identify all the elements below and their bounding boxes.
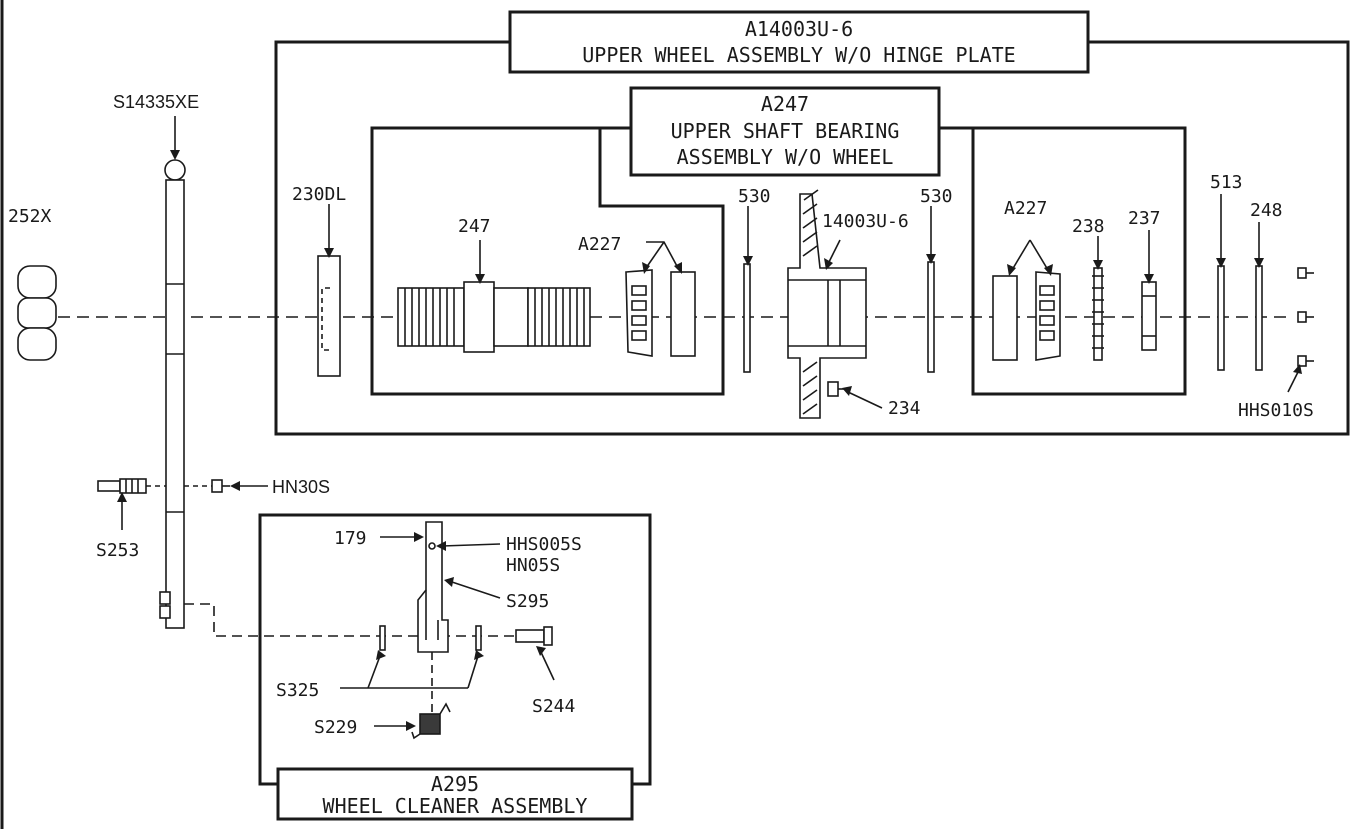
- wheel-cleaner-assembly-box: A295 WHEEL CLEANER ASSEMBLY: [258, 513, 652, 821]
- hinge-rod-s14335xe: S14335XE: [113, 92, 199, 629]
- upper-wheel-assembly-code: A14003U-6: [745, 17, 853, 41]
- label-248: 248: [1250, 200, 1283, 221]
- wheel-cleaner-assembly-code: A295: [431, 772, 479, 796]
- upper-shaft-assembly-name-line2: ASSEMBLY W/O WHEEL: [677, 145, 894, 169]
- upper-shaft-assembly-box: A247 UPPER SHAFT BEARING ASSEMBLY W/O WH…: [370, 86, 1187, 396]
- shaft-247: 247: [397, 216, 591, 353]
- upper-wheel-assembly-box: A14003U-6 UPPER WHEEL ASSEMBLY W/O HINGE…: [274, 10, 1350, 436]
- nut-hn30s: HN30S: [184, 477, 330, 497]
- label-513: 513: [1210, 172, 1243, 193]
- upper-wheel-assembly-name: UPPER WHEEL ASSEMBLY W/O HINGE PLATE: [582, 43, 1015, 67]
- label-s229: S229: [314, 717, 357, 738]
- part-238: 238: [1072, 216, 1105, 361]
- wheel-cleaner-assembly-name: WHEEL CLEANER ASSEMBLY: [323, 794, 588, 818]
- label-230dl: 230DL: [292, 184, 346, 205]
- washer-530-left: 530: [738, 186, 771, 373]
- wheel-14003u-6: 14003U-6: [787, 189, 909, 419]
- label-s295: S295: [506, 591, 549, 612]
- upper-shaft-assembly-code: A247: [761, 92, 809, 116]
- label-14003u-6: 14003U-6: [822, 211, 909, 232]
- label-s14335xe: S14335XE: [113, 92, 199, 112]
- arm-s295: S295: [417, 521, 549, 653]
- label-s253: S253: [96, 540, 139, 561]
- label-179: 179: [334, 528, 367, 549]
- label-247: 247: [458, 216, 491, 237]
- spring-s229: S229: [314, 702, 451, 740]
- screw-234: 234: [827, 381, 921, 419]
- part-513: 513: [1210, 172, 1243, 371]
- part-237: 237: [1128, 208, 1161, 351]
- part-s253: S253: [96, 478, 166, 561]
- upper-shaft-assembly-name-line1: UPPER SHAFT BEARING: [671, 119, 900, 143]
- screw-hhs005s-nut-hn05s: HHS005S HN05S: [436, 534, 582, 576]
- label-hn05s: HN05S: [506, 555, 560, 576]
- label-252x: 252X: [8, 206, 52, 227]
- nut-252x: 252X: [8, 206, 57, 361]
- label-234: 234: [888, 398, 921, 419]
- label-530-right: 530: [920, 186, 953, 207]
- label-hhs005s: HHS005S: [506, 534, 582, 555]
- label-hn30s: HN30S: [272, 477, 330, 497]
- cleaner-axis-line: [184, 603, 514, 637]
- bearing-a227-left: A227: [578, 234, 696, 357]
- bearing-a227-right: A227: [992, 198, 1061, 361]
- pin-s244: S244: [515, 626, 575, 717]
- label-237: 237: [1128, 208, 1161, 229]
- label-a227-right: A227: [1004, 198, 1047, 219]
- part-230dl: 230DL: [292, 184, 346, 377]
- label-hhs010s: HHS010S: [1238, 400, 1314, 421]
- label-s244: S244: [532, 696, 575, 717]
- label-a227-left: A227: [578, 234, 621, 255]
- part-248: 248: [1250, 200, 1283, 371]
- label-530-left: 530: [738, 186, 771, 207]
- label-s325: S325: [276, 680, 319, 701]
- rings-s325: S325: [276, 625, 484, 701]
- part-179: 179: [334, 528, 424, 549]
- washer-530-right: 530: [920, 186, 953, 373]
- screws-hhs010s: HHS010S: [1238, 267, 1314, 421]
- label-238: 238: [1072, 216, 1105, 237]
